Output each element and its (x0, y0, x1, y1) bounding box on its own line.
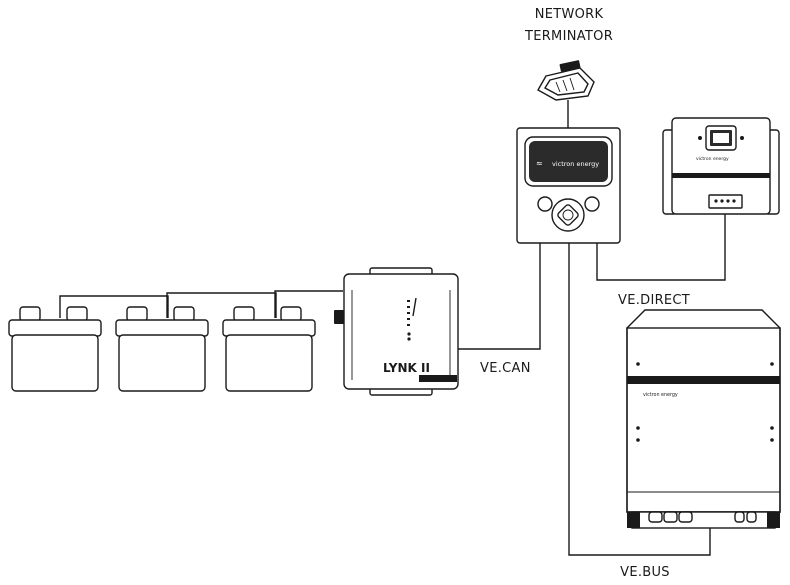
network-terminator-label-line1: NETWORK (534, 7, 604, 22)
display-controller: victron energy ≈ (516, 127, 621, 244)
ve-bus-wire (568, 243, 711, 556)
ve-bus-label: VE.BUS (620, 565, 670, 580)
battery-1 (8, 306, 102, 392)
network-terminator (537, 60, 595, 101)
display-brand: victron energy (552, 160, 599, 168)
svg-text:≈: ≈ (536, 159, 543, 168)
lynk-distributor: LYNK II (334, 267, 459, 396)
battery-link-1 (59, 295, 169, 318)
battery-3 (222, 306, 316, 392)
left-button[interactable] (537, 196, 553, 212)
mppt-brand: victron energy (696, 156, 729, 162)
battery-link-2 (166, 292, 277, 318)
ve-direct-label: VE.DIRECT (618, 293, 691, 308)
wires (59, 100, 726, 556)
lynk-label: LYNK II (383, 361, 430, 375)
battery-link-3 (274, 290, 343, 318)
mppt-charger: victron energy (662, 117, 780, 215)
ve-direct-wire (596, 214, 726, 281)
network-terminator-label-line2: TERMINATOR (524, 29, 614, 44)
ve-can-wire (455, 243, 541, 350)
inverter-charger: victron energy (626, 309, 781, 529)
lynk-leds (407, 297, 417, 341)
joystick-button[interactable] (551, 198, 585, 232)
right-button[interactable] (584, 196, 600, 212)
battery-2 (115, 306, 209, 392)
inverter-brand: victron energy (643, 392, 678, 398)
ve-can-label: VE.CAN (480, 361, 531, 376)
